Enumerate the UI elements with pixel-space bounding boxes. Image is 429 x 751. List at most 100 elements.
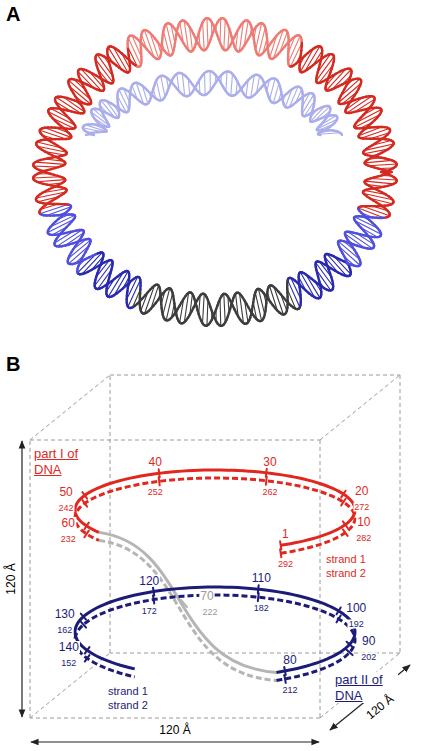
- base-pair: [280, 32, 287, 52]
- base-pair: [81, 69, 101, 91]
- base-pair: [190, 294, 193, 315]
- backbone: [359, 205, 360, 208]
- base-pair: [287, 289, 295, 309]
- base-pair: [78, 254, 96, 273]
- base-pair: [37, 142, 61, 148]
- base-pair: [51, 215, 75, 226]
- base-pair: [219, 299, 221, 326]
- base-pair: [326, 74, 337, 86]
- base-pair: [302, 93, 309, 106]
- base-pair: [171, 25, 175, 44]
- backbone: [107, 295, 108, 298]
- base-pair: [106, 101, 118, 118]
- base-pair: [141, 35, 147, 50]
- base-pair: [153, 89, 155, 98]
- base-pair: [326, 69, 345, 90]
- base-pair: [263, 293, 266, 303]
- base-pair: [107, 54, 113, 63]
- base-pair: [299, 277, 306, 291]
- base-pair: [56, 102, 72, 112]
- base-pair: [55, 231, 74, 243]
- base-pair: [95, 262, 113, 286]
- base-pair: [59, 214, 69, 219]
- base-pair: [161, 76, 165, 97]
- base-pair: [220, 75, 221, 83]
- base-pair: [37, 180, 65, 182]
- base-pair: [91, 112, 109, 125]
- base-pair: [190, 27, 193, 51]
- base-pair: [345, 234, 365, 248]
- base-pair: [270, 36, 277, 58]
- base-pair: [291, 43, 302, 67]
- base-pair: [69, 246, 89, 264]
- base-pair: [210, 71, 211, 91]
- backbone: [300, 86, 301, 89]
- base-pair: [86, 125, 107, 132]
- base-pair: [33, 177, 60, 178]
- base-pair: [381, 171, 392, 172]
- base-pair: [263, 38, 267, 53]
- base-pair: [339, 247, 360, 266]
- base-pair: [296, 90, 302, 103]
- base-pair: [204, 73, 206, 95]
- base-pair: [320, 130, 333, 132]
- base-pair: [37, 173, 50, 174]
- base-pair: [124, 89, 130, 102]
- dna-model: [33, 18, 397, 326]
- base-pair: [133, 289, 141, 307]
- base-pair: [38, 197, 59, 202]
- base-pair: [161, 291, 165, 304]
- base-pair: [231, 74, 233, 96]
- base-pair: [144, 30, 154, 57]
- base-pair: [367, 184, 384, 186]
- base-pair: [163, 288, 170, 315]
- base-pair: [226, 71, 227, 91]
- base-pair: [58, 212, 67, 216]
- backbone: [78, 273, 80, 276]
- base-pair: [40, 204, 68, 213]
- base-pair: [365, 181, 394, 184]
- base-pair: [70, 87, 91, 104]
- base-pair: [300, 56, 305, 66]
- base-pair: [45, 128, 71, 138]
- backbone: [328, 266, 331, 268]
- backbone: [299, 34, 300, 37]
- base-pair: [180, 299, 184, 323]
- base-pair: [270, 79, 275, 100]
- dna-ring: [33, 18, 397, 326]
- base-pair: [132, 85, 137, 99]
- base-pair: [267, 80, 270, 91]
- base-pair: [44, 140, 51, 142]
- backbone: [63, 163, 64, 166]
- base-pair: [42, 135, 55, 139]
- base-pair: [52, 227, 67, 235]
- base-pair: [313, 51, 322, 65]
- base-pair: [291, 278, 301, 299]
- base-pair: [318, 133, 340, 135]
- base-pair: [142, 86, 147, 104]
- base-pair: [177, 74, 179, 91]
- backbone: [318, 132, 319, 135]
- base-pair: [228, 297, 229, 313]
- base-pair: [47, 183, 62, 185]
- base-pair: [145, 286, 155, 314]
- base-pair: [57, 230, 82, 246]
- base-pair: [254, 27, 256, 39]
- base-pair: [171, 304, 174, 318]
- backbone: [346, 231, 348, 234]
- base-pair: [245, 301, 248, 323]
- base-pair: [344, 256, 354, 266]
- backbone: [47, 109, 50, 110]
- base-pair: [132, 36, 141, 57]
- base-pair: [239, 22, 243, 51]
- base-pair: [236, 30, 238, 49]
- base-pair: [69, 80, 91, 99]
- base-pair: [36, 192, 65, 198]
- base-pair: [182, 74, 184, 96]
- base-pair: [43, 189, 66, 193]
- base-pair: [41, 204, 58, 209]
- base-pair: [199, 80, 201, 93]
- backbone: [317, 133, 320, 136]
- base-pair: [371, 178, 397, 180]
